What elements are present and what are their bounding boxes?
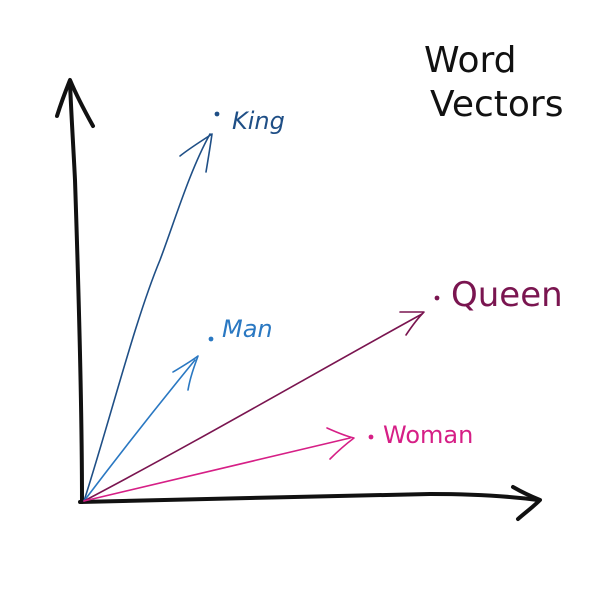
vector-man-line [83,359,196,502]
title-line-2: Vectors [430,84,564,125]
vector-man-point [208,336,214,342]
vector-woman [83,427,374,502]
vector-king [83,111,220,502]
y-axis-arrowhead [55,78,95,128]
vector-queen [83,295,440,502]
axes [55,78,542,521]
x-axis-line [78,492,540,504]
vector-queen-line [83,313,423,502]
vector-woman-line [83,437,351,502]
title-line-1: Word [424,40,517,81]
label-woman: Woman [383,421,473,449]
vector-man [83,336,214,502]
y-axis-line [68,80,84,504]
vector-queen-point [434,295,440,301]
vector-queen-arrowhead [399,311,425,336]
vector-king-arrowhead [179,133,213,173]
vector-king-point [214,111,220,117]
vector-king-line [83,133,211,502]
label-king: King [232,107,285,135]
label-queen: Queen [451,275,563,315]
label-man: Man [222,315,273,343]
vector-woman-point [368,434,374,440]
vector-man-arrowhead [172,355,199,391]
vector-woman-arrowhead [326,427,355,460]
x-axis-arrowhead [511,485,542,521]
